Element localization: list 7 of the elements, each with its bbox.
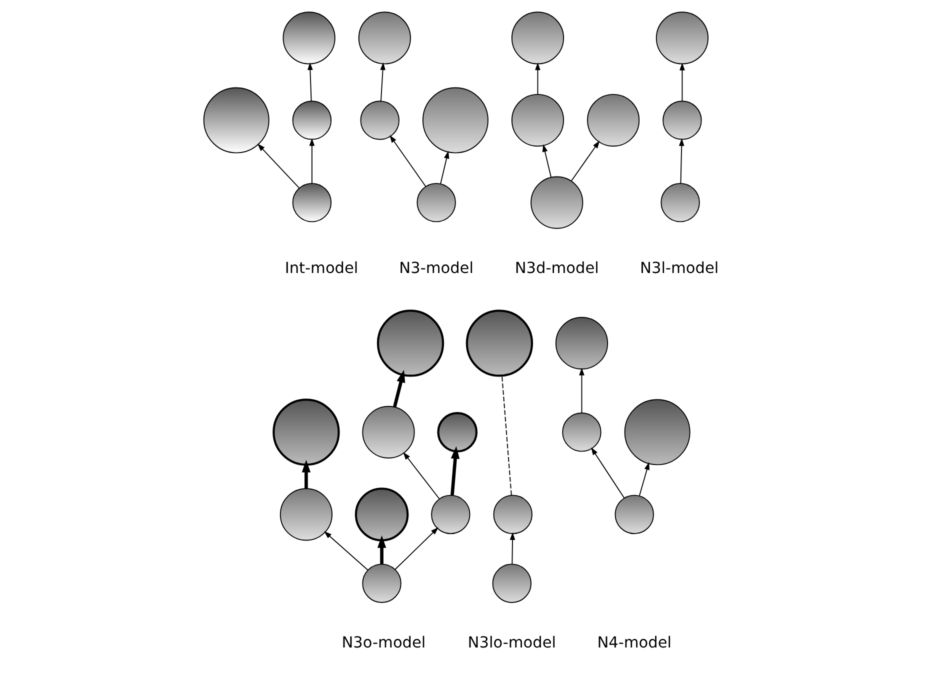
label: N3o-model (341, 633, 426, 652)
label: N3-model (398, 259, 473, 278)
label: N3lo-model (467, 633, 556, 652)
label: N4-model (596, 633, 672, 652)
label: N3d-model (514, 259, 598, 278)
label: Int-model (284, 259, 358, 278)
label: N3l-model (640, 259, 718, 278)
